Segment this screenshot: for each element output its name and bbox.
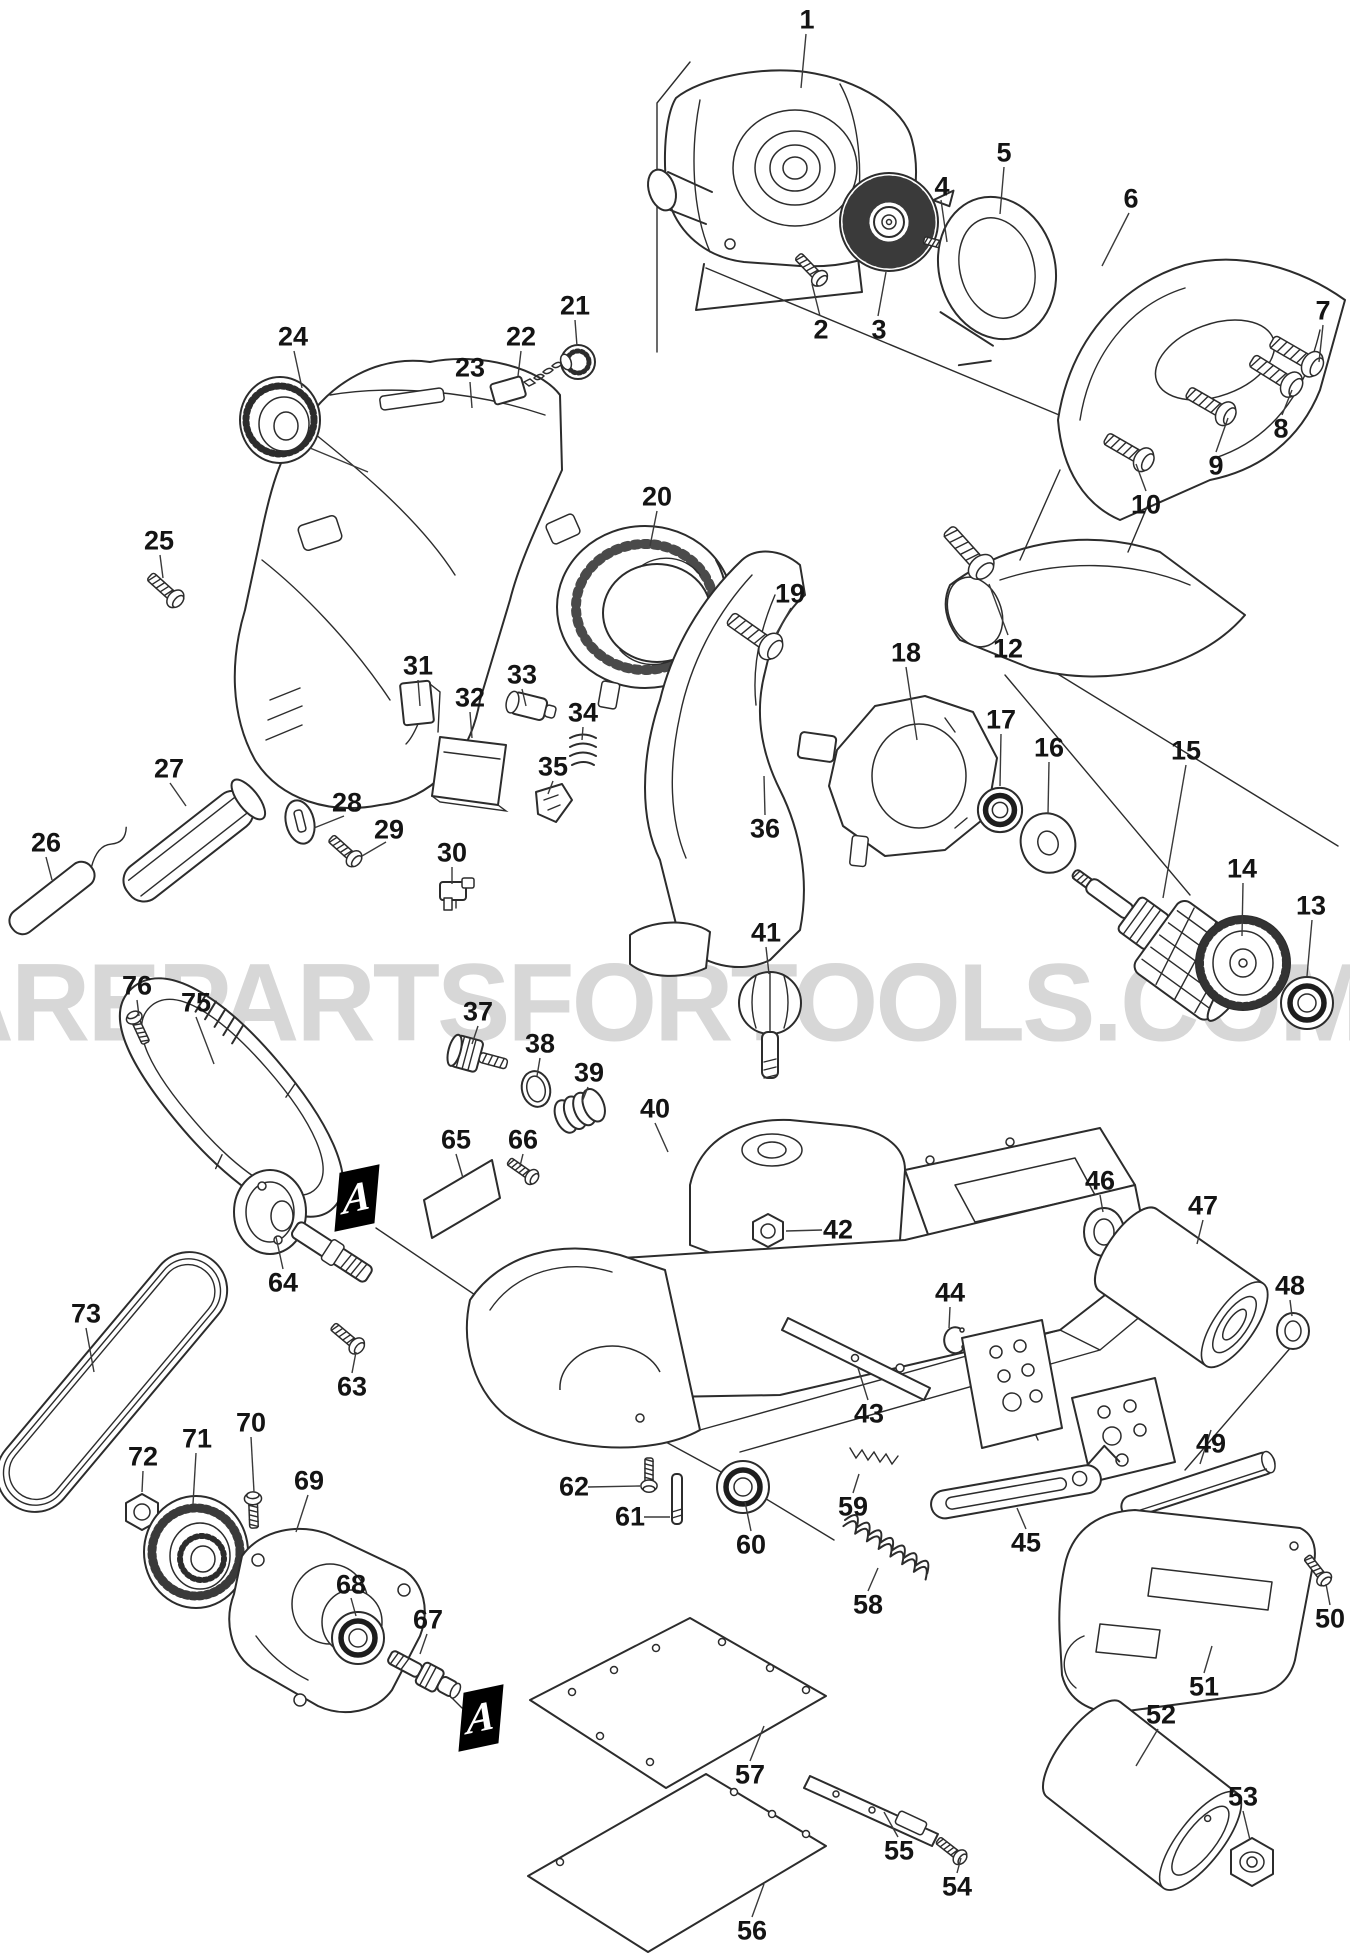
part-label-54: 54 [941, 1871, 973, 1902]
part-label-6: 6 [1123, 183, 1139, 214]
part-label-48: 48 [1274, 1270, 1306, 1301]
part-label-45: 45 [1010, 1527, 1042, 1558]
part-label-24: 24 [277, 321, 309, 352]
part-label-50: 50 [1314, 1603, 1346, 1634]
part-label-69: 69 [293, 1465, 325, 1496]
view-marker-1: A [334, 1164, 380, 1232]
part-label-34: 34 [567, 697, 599, 728]
part-label-66: 66 [507, 1124, 539, 1155]
part-label-62: 62 [558, 1471, 590, 1502]
view-marker-letter: A [466, 1691, 496, 1745]
part-label-5: 5 [996, 137, 1012, 168]
part-label-14: 14 [1226, 853, 1258, 884]
part-label-20: 20 [641, 481, 673, 512]
part-label-29: 29 [373, 814, 405, 845]
view-marker-letter: A [342, 1171, 372, 1225]
part-label-70: 70 [235, 1407, 267, 1438]
part-label-63: 63 [336, 1371, 368, 1402]
part-label-58: 58 [852, 1589, 884, 1620]
part-label-65: 65 [440, 1124, 472, 1155]
part-label-13: 13 [1295, 890, 1327, 921]
part-label-40: 40 [639, 1093, 671, 1124]
part-label-25: 25 [143, 525, 175, 556]
view-marker-2: A [458, 1684, 504, 1752]
part-label-27: 27 [153, 753, 185, 784]
part-label-26: 26 [30, 827, 62, 858]
part-label-39: 39 [573, 1057, 605, 1088]
part-label-18: 18 [890, 637, 922, 668]
part-label-37: 37 [462, 996, 494, 1027]
part-label-1: 1 [799, 4, 815, 35]
part-label-21: 21 [559, 290, 591, 321]
part-label-22: 22 [505, 321, 537, 352]
part-label-38: 38 [524, 1028, 556, 1059]
part-label-30: 30 [436, 837, 468, 868]
